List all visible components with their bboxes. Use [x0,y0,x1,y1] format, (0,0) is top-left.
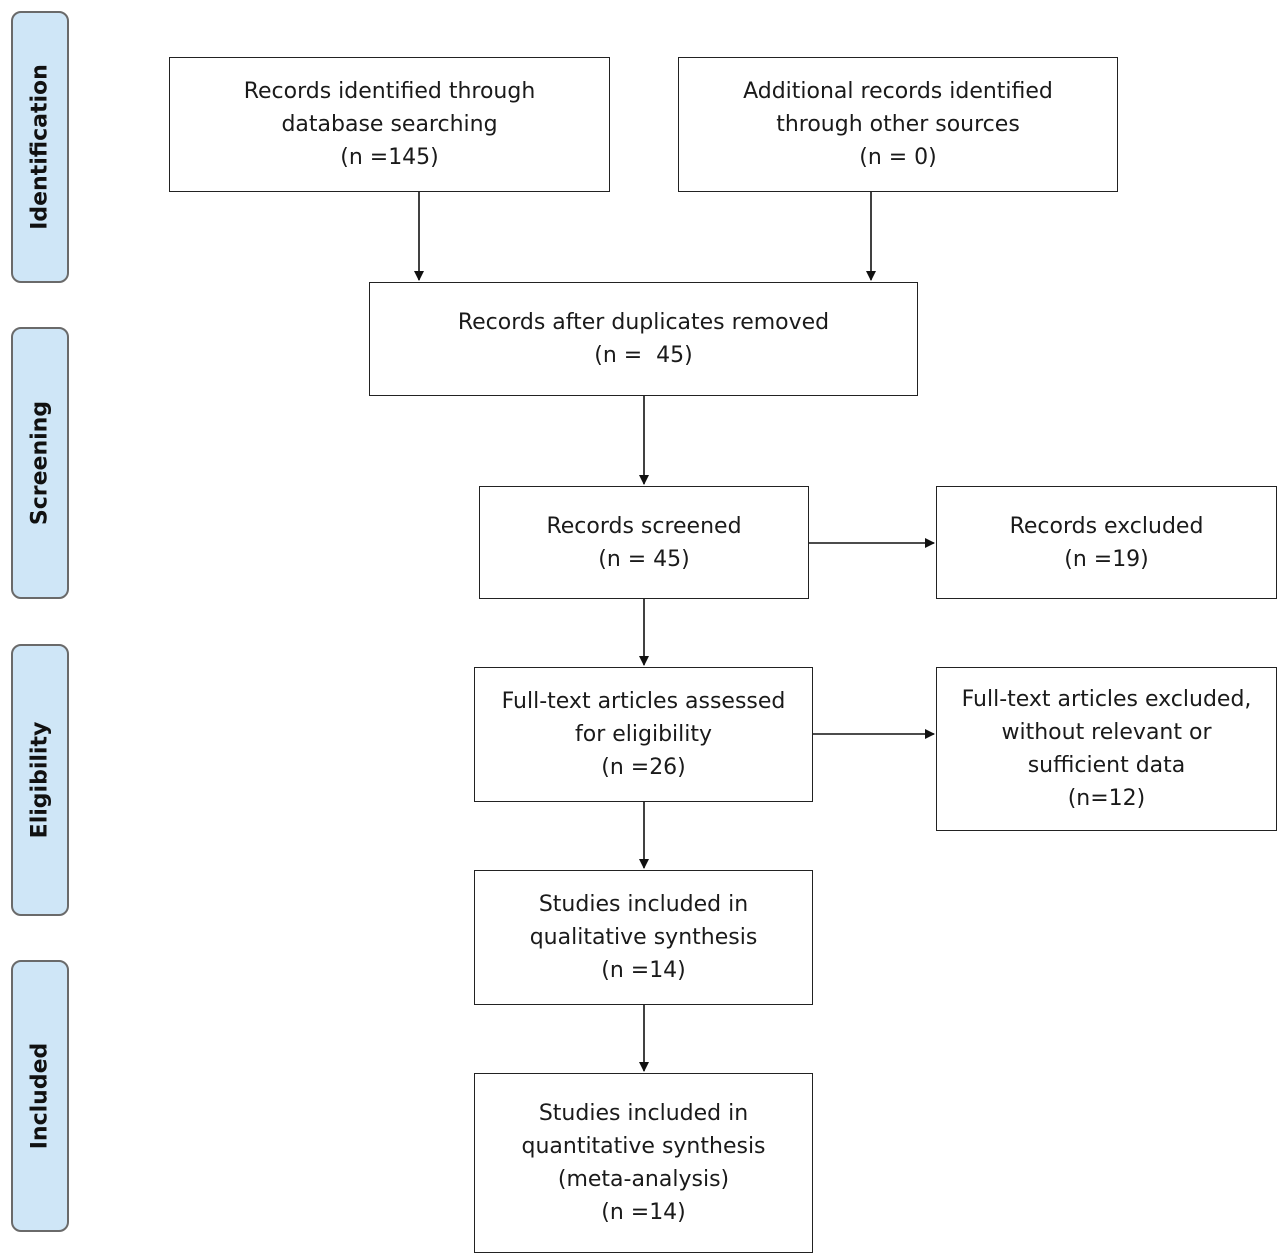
box-count: (n=12) [1067,786,1146,811]
fulltext-excluded-box: Full-text articles excluded, without rel… [936,667,1277,831]
box-count: (n =26) [601,755,686,780]
box-count: (n = 45) [594,343,693,368]
box-count: (n =14) [601,958,686,983]
box-text: Records excluded [1009,513,1204,539]
box-count: (n =19) [1064,546,1149,572]
box-text: Records after duplicates removed [457,310,830,335]
box-count: (n = 0) [859,145,937,170]
box-text: (meta-analysis) [557,1167,730,1192]
other-sources-box: Additional records identified through ot… [678,57,1118,192]
box-text: Records identified through [243,79,536,104]
box-text: for eligibility [574,722,713,747]
box-text: qualitative synthesis [529,925,758,950]
box-text: Full-text articles excluded, [961,687,1252,712]
db-search-box: Records identified through database sear… [169,57,610,192]
records-excluded-box: Records excluded (n =19) [936,486,1277,599]
box-text: Studies included in [538,1101,749,1126]
records-screened-box: Records screened (n = 45) [479,486,809,599]
after-duplicates-box: Records after duplicates removed (n = 45… [369,282,918,396]
box-text: Full-text articles assessed [501,689,786,714]
fulltext-assessed-box: Full-text articles assessed for eligibil… [474,667,813,802]
phase-screening: Screening [11,327,69,599]
box-text: Additional records identified [743,79,1053,104]
box-text: through other sources [776,112,1020,137]
phase-eligibility: Eligibility [11,644,69,916]
box-text: without relevant or [1001,720,1212,745]
box-text: Records screened [546,513,742,539]
box-text: Studies included in [538,892,749,917]
box-text: database searching [281,112,498,137]
phase-included: Included [11,960,69,1232]
quantitative-synthesis-box: Studies included in quantitative synthes… [474,1073,813,1253]
box-text: quantitative synthesis [521,1134,766,1159]
box-count: (n =14) [601,1200,686,1225]
phase-identification: Identification [11,11,69,283]
qualitative-synthesis-box: Studies included in qualitative synthesi… [474,870,813,1005]
box-text: sufficient data [1027,753,1186,778]
box-count: (n = 45) [598,546,690,572]
box-count: (n =145) [340,145,439,170]
